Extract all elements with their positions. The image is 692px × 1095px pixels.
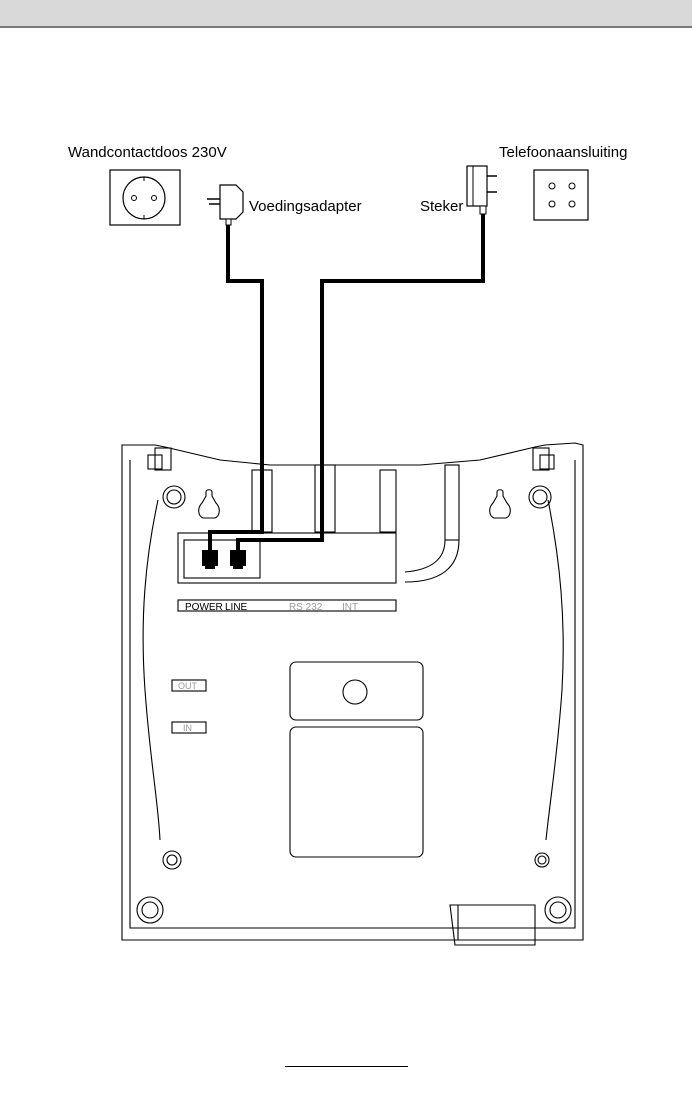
base-unit: [122, 443, 583, 945]
port-label-rs232: RS 232: [289, 602, 323, 613]
port-label-in: IN: [183, 723, 192, 733]
power-adapter-icon: [207, 185, 243, 225]
port-label-int: INT: [342, 602, 358, 613]
power-jack-icon: [202, 550, 218, 569]
port-label-power: POWER: [185, 602, 223, 613]
port-label-out: OUT: [178, 681, 198, 691]
footer-line: [285, 1066, 408, 1067]
power-cable: [210, 225, 262, 551]
port-label-line: LINE: [225, 602, 248, 613]
wall-socket-icon: [110, 170, 180, 225]
phone-plug-icon: [467, 166, 497, 214]
phone-socket-icon: [534, 170, 588, 220]
line-cable: [238, 214, 483, 551]
line-jack-icon: [230, 550, 246, 569]
